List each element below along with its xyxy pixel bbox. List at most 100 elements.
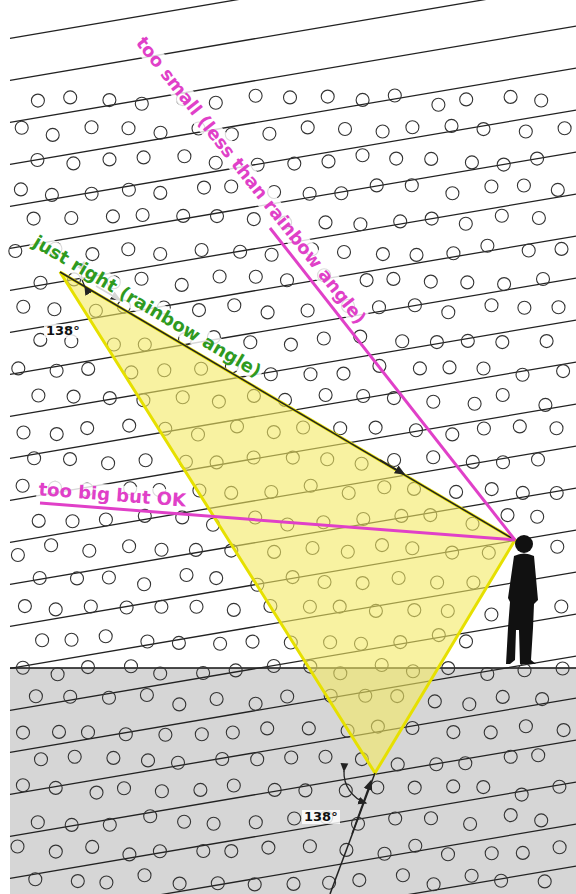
raindrop [288,157,301,170]
raindrop [551,540,564,553]
raindrop [304,368,317,381]
raindrop [45,539,58,552]
raindrop [159,728,172,741]
raindrop [85,187,98,200]
raindrop [481,239,494,252]
raindrop [178,150,191,163]
raindrop [556,662,569,675]
raindrop [123,848,136,861]
raindrop [518,664,531,677]
raindrop [378,847,391,860]
raindrop [246,635,259,648]
raindrop [335,187,348,200]
raindrop [321,90,334,103]
angle-label: 138° [302,810,340,824]
raindrop [82,661,95,674]
raindrop [36,634,49,647]
raindrop [497,456,510,469]
sun-ray [10,68,576,164]
raindrop [49,781,62,794]
raindrop [137,151,150,164]
raindrop [485,180,498,193]
raindrop [135,97,148,110]
raindrop [389,812,402,825]
raindrop [553,841,566,854]
raindrop [477,781,490,794]
raindrop [106,210,119,223]
sun-ray [10,782,576,878]
raindrop [225,180,238,193]
raindrop [154,126,167,139]
raindrop [64,91,77,104]
raindrop [261,722,274,735]
raindrop [16,779,29,792]
raindrop [303,840,316,853]
raindrop [369,421,382,434]
raindrop [504,750,517,763]
raindrop [552,301,565,314]
raindrop [248,878,261,891]
raindrop [155,600,168,613]
raindrop [538,875,551,888]
raindrop [373,301,386,314]
raindrop [177,209,190,222]
callout-label: too big but OK [36,479,189,511]
raindrop [249,270,262,283]
raindrop [31,154,44,167]
raindrop [299,784,312,797]
raindrop [504,809,517,822]
raindrop [284,91,297,104]
callout-label: too small (less than rainbow angle) [131,32,371,330]
raindrop [31,94,44,107]
raindrop [396,335,409,348]
raindrop [394,215,407,228]
raindrop [99,630,112,643]
raindrop [180,569,193,582]
raindrop [424,275,437,288]
raindrop [50,364,63,377]
raindrop [427,451,440,464]
raindrop [119,728,132,741]
raindrop [15,121,28,134]
raindrop [211,210,224,223]
raindrop [484,726,497,739]
raindrop [495,209,508,222]
raindrop [443,361,456,374]
raindrop [154,667,167,680]
raindrop [17,726,30,739]
raindrop [284,338,297,351]
raindrop [45,188,58,201]
raindrop [550,487,563,500]
raindrop [356,93,369,106]
raindrop [193,304,206,317]
raindrop [122,183,135,196]
raindrop [460,93,473,106]
raindrop [227,603,240,616]
raindrop [360,274,373,287]
raindrop [154,248,167,261]
raindrop [12,362,25,375]
raindrop [446,428,459,441]
raindrop [445,119,458,132]
raindrop [413,362,426,375]
raindrop [496,690,509,703]
ground [10,668,576,894]
raindrop [405,179,418,192]
raindrop [71,875,84,888]
raindrop [125,660,138,673]
raindrop [531,510,544,523]
raindrop [172,756,185,769]
raindrop [213,270,226,283]
raindrop [261,306,274,319]
raindrop [123,419,136,432]
raindrop [477,123,490,136]
raindrop [197,667,210,680]
raindrop [477,422,490,435]
raindrop [468,397,481,410]
raindrop [540,335,553,348]
raindrop [464,818,477,831]
raindrop [195,728,208,741]
raindrop [339,784,352,797]
raindrop [396,869,409,882]
